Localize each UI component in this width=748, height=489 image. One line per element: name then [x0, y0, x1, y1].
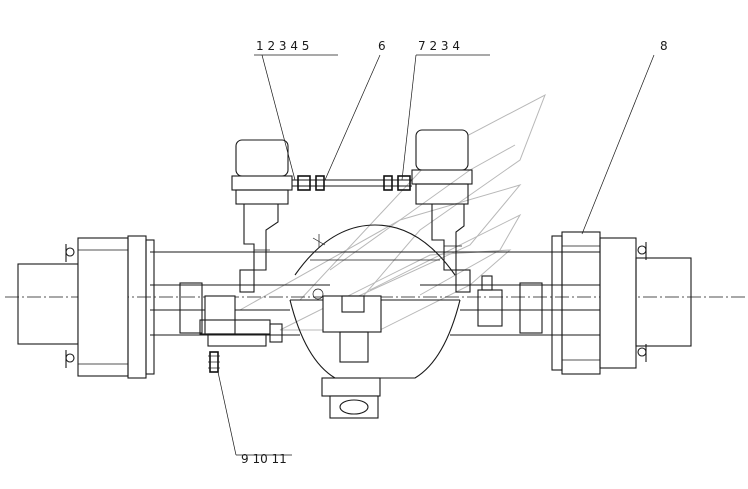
air-pipe: [292, 175, 412, 191]
callout-8: 8: [660, 39, 668, 53]
right-bracket: [477, 275, 503, 327]
right-brake-chamber: [411, 129, 473, 293]
left-brake-chamber: [231, 139, 293, 293]
callout-1-2-3-4-5: 1 2 3 4 5: [256, 39, 309, 53]
differential-housing: [289, 224, 461, 419]
left-brake-drum: [17, 235, 155, 379]
callout-6: 6: [378, 39, 386, 53]
valve-assembly: [199, 295, 283, 373]
watermark: [239, 93, 546, 331]
callout-7-2-3-4: 7 2 3 4: [418, 39, 460, 53]
callout-9-10-11: 9 10 11: [241, 452, 287, 466]
right-brake-drum: [551, 231, 692, 375]
leader-lines: [217, 54, 655, 456]
